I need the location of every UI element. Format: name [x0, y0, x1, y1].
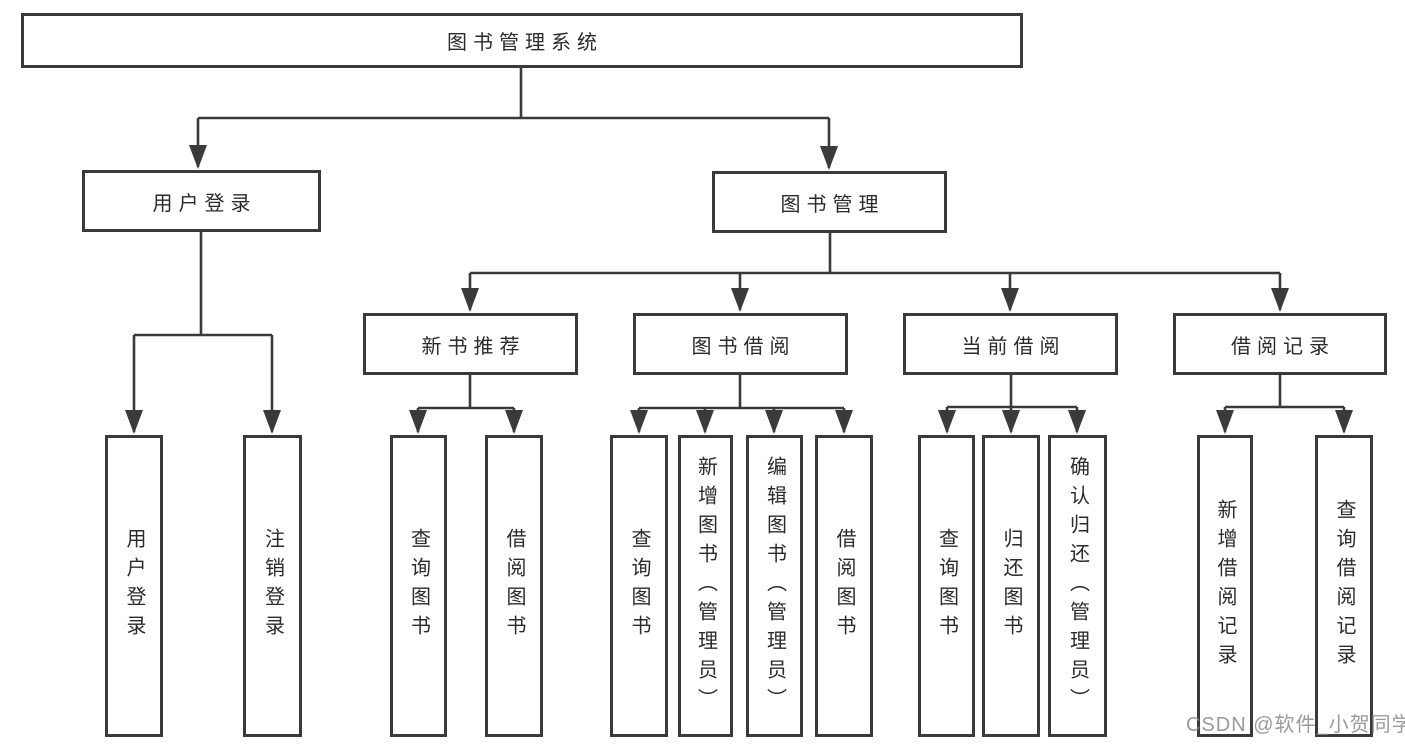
node-book-management: 图书管理 [712, 171, 947, 233]
leaf-borrow-books-borrowing: 借阅图书 [815, 435, 873, 737]
leaf-logout: 注销登录 [243, 435, 302, 737]
leaf-query-books-current: 查询图书 [918, 435, 975, 737]
leaf-return-books: 归还图书 [982, 435, 1040, 737]
leaf-user-login: 用户登录 [105, 435, 163, 737]
node-root-system: 图书管理系统 [21, 13, 1023, 68]
leaf-query-books-borrowing: 查询图书 [610, 435, 668, 737]
leaf-query-borrow-record: 查询借阅记录 [1315, 435, 1373, 737]
node-user-login: 用户登录 [82, 170, 321, 232]
csdn-watermark: CSDN @软件_小贺同学 [1186, 714, 1405, 736]
node-new-book-recommendation: 新书推荐 [363, 313, 578, 375]
node-current-borrowing: 当前借阅 [903, 313, 1118, 375]
leaf-borrow-books-recommend: 借阅图书 [485, 435, 543, 737]
leaf-add-borrow-record: 新增借阅记录 [1197, 435, 1253, 737]
node-book-borrowing: 图书借阅 [633, 313, 848, 375]
leaf-add-books-admin: 新增图书（管理员） [678, 435, 733, 737]
leaf-edit-books-admin: 编辑图书（管理员） [746, 435, 803, 737]
node-borrowing-records: 借阅记录 [1173, 313, 1387, 375]
leaf-query-books-recommend: 查询图书 [390, 435, 447, 737]
leaf-confirm-return-admin: 确认归还（管理员） [1048, 435, 1107, 737]
